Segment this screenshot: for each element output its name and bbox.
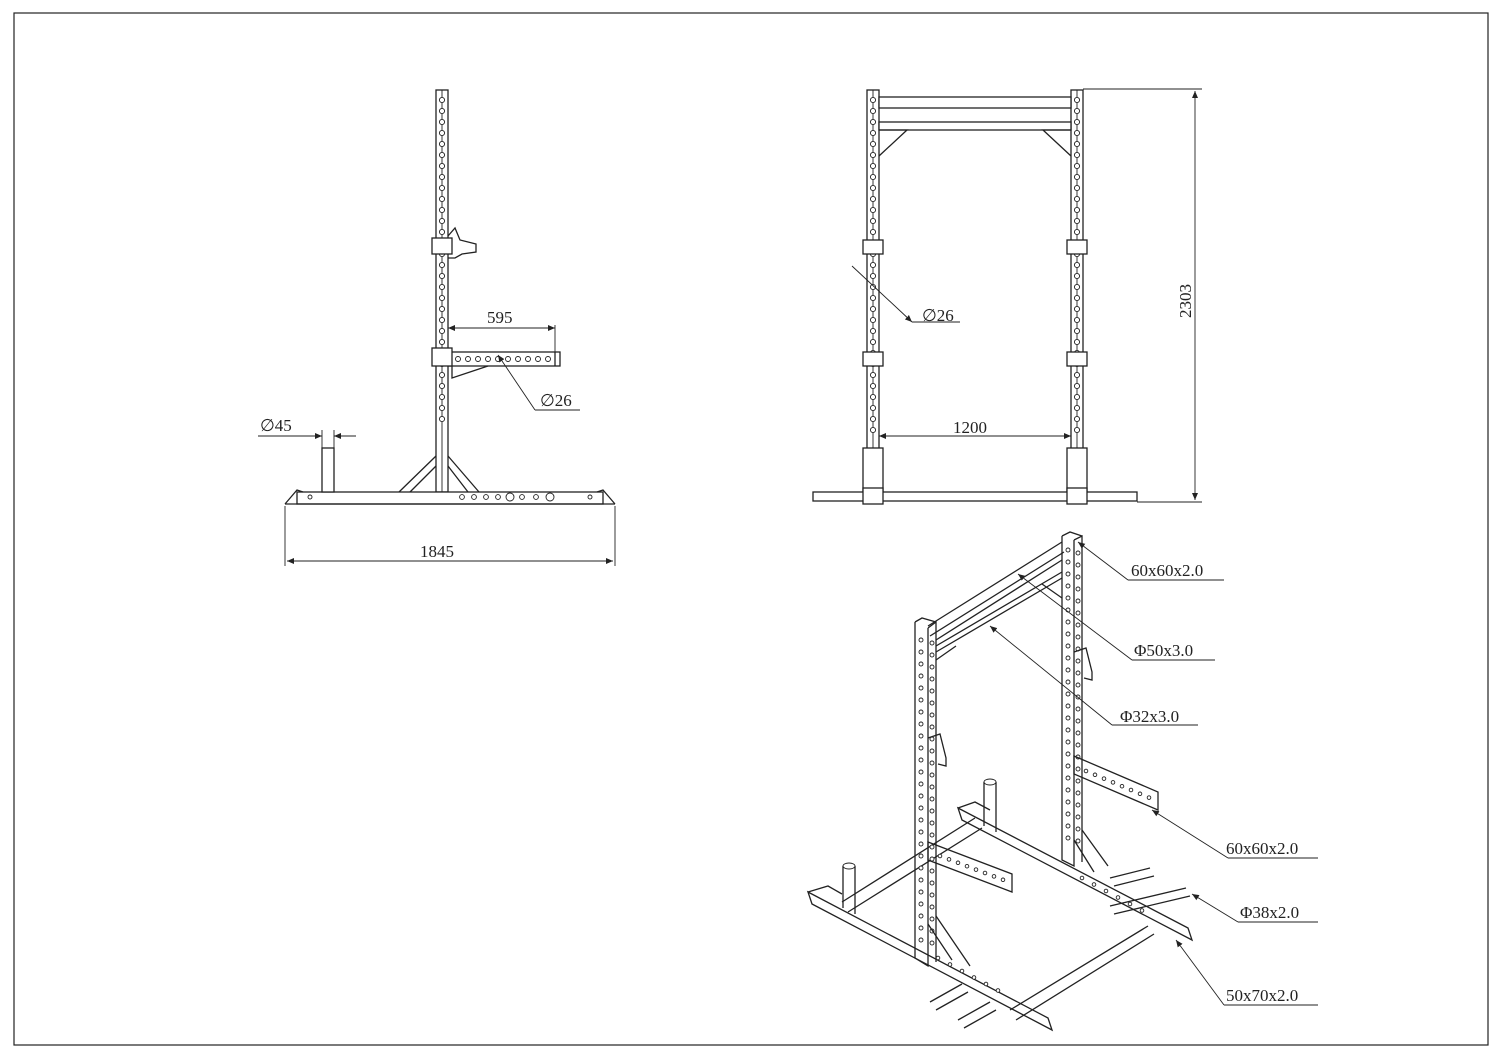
iso-top-bar xyxy=(927,541,1065,641)
iso-front-safety-arm xyxy=(927,841,1013,893)
iso-safety-arm-label: 60x60x2.0 xyxy=(1226,839,1298,858)
iso-peg-label: Φ38x2.0 xyxy=(1240,903,1299,922)
iso-back-safety-arm xyxy=(1073,755,1159,811)
iso-base-label: 50x70x2.0 xyxy=(1226,986,1298,1005)
side-peg-dia-label: ∅45 xyxy=(260,416,292,435)
isometric-view: 60x60x2.0 Φ50x3.0 Φ32x3.0 60x60x2.0 Φ38x… xyxy=(806,531,1318,1032)
side-hole-dia-label: ∅26 xyxy=(540,391,572,410)
front-width-label: 1200 xyxy=(953,418,987,437)
side-width-label: 1845 xyxy=(420,542,454,561)
iso-pullup-bar-label: Φ32x3.0 xyxy=(1120,707,1179,726)
iso-upright-holes xyxy=(918,547,1152,993)
front-base-bar xyxy=(812,491,1138,502)
iso-top-bar-label: Φ50x3.0 xyxy=(1134,641,1193,660)
iso-pullup-bar xyxy=(935,571,1063,653)
front-upright-holes xyxy=(869,96,1081,434)
front-pullup-bar xyxy=(878,121,1072,131)
side-base-holes xyxy=(307,492,593,502)
iso-left-base xyxy=(806,890,1054,1032)
sheet-border xyxy=(13,12,1489,1046)
side-arm-length-label: 595 xyxy=(487,308,513,327)
side-base xyxy=(296,491,604,505)
iso-front-left-upright xyxy=(914,617,937,968)
side-view: 1845 595 ∅26 ∅45 xyxy=(258,89,616,566)
front-view: 1200 2303 ∅26 xyxy=(812,88,1202,505)
front-top-bar xyxy=(878,96,1072,109)
iso-back-right-upright xyxy=(1061,531,1083,868)
front-height-label: 2303 xyxy=(1176,284,1195,318)
front-hole-dia-label: ∅26 xyxy=(922,306,954,325)
side-plate-peg xyxy=(321,447,335,493)
iso-right-base xyxy=(956,806,1194,942)
side-j-hook xyxy=(447,226,477,259)
iso-upright-label: 60x60x2.0 xyxy=(1131,561,1203,580)
